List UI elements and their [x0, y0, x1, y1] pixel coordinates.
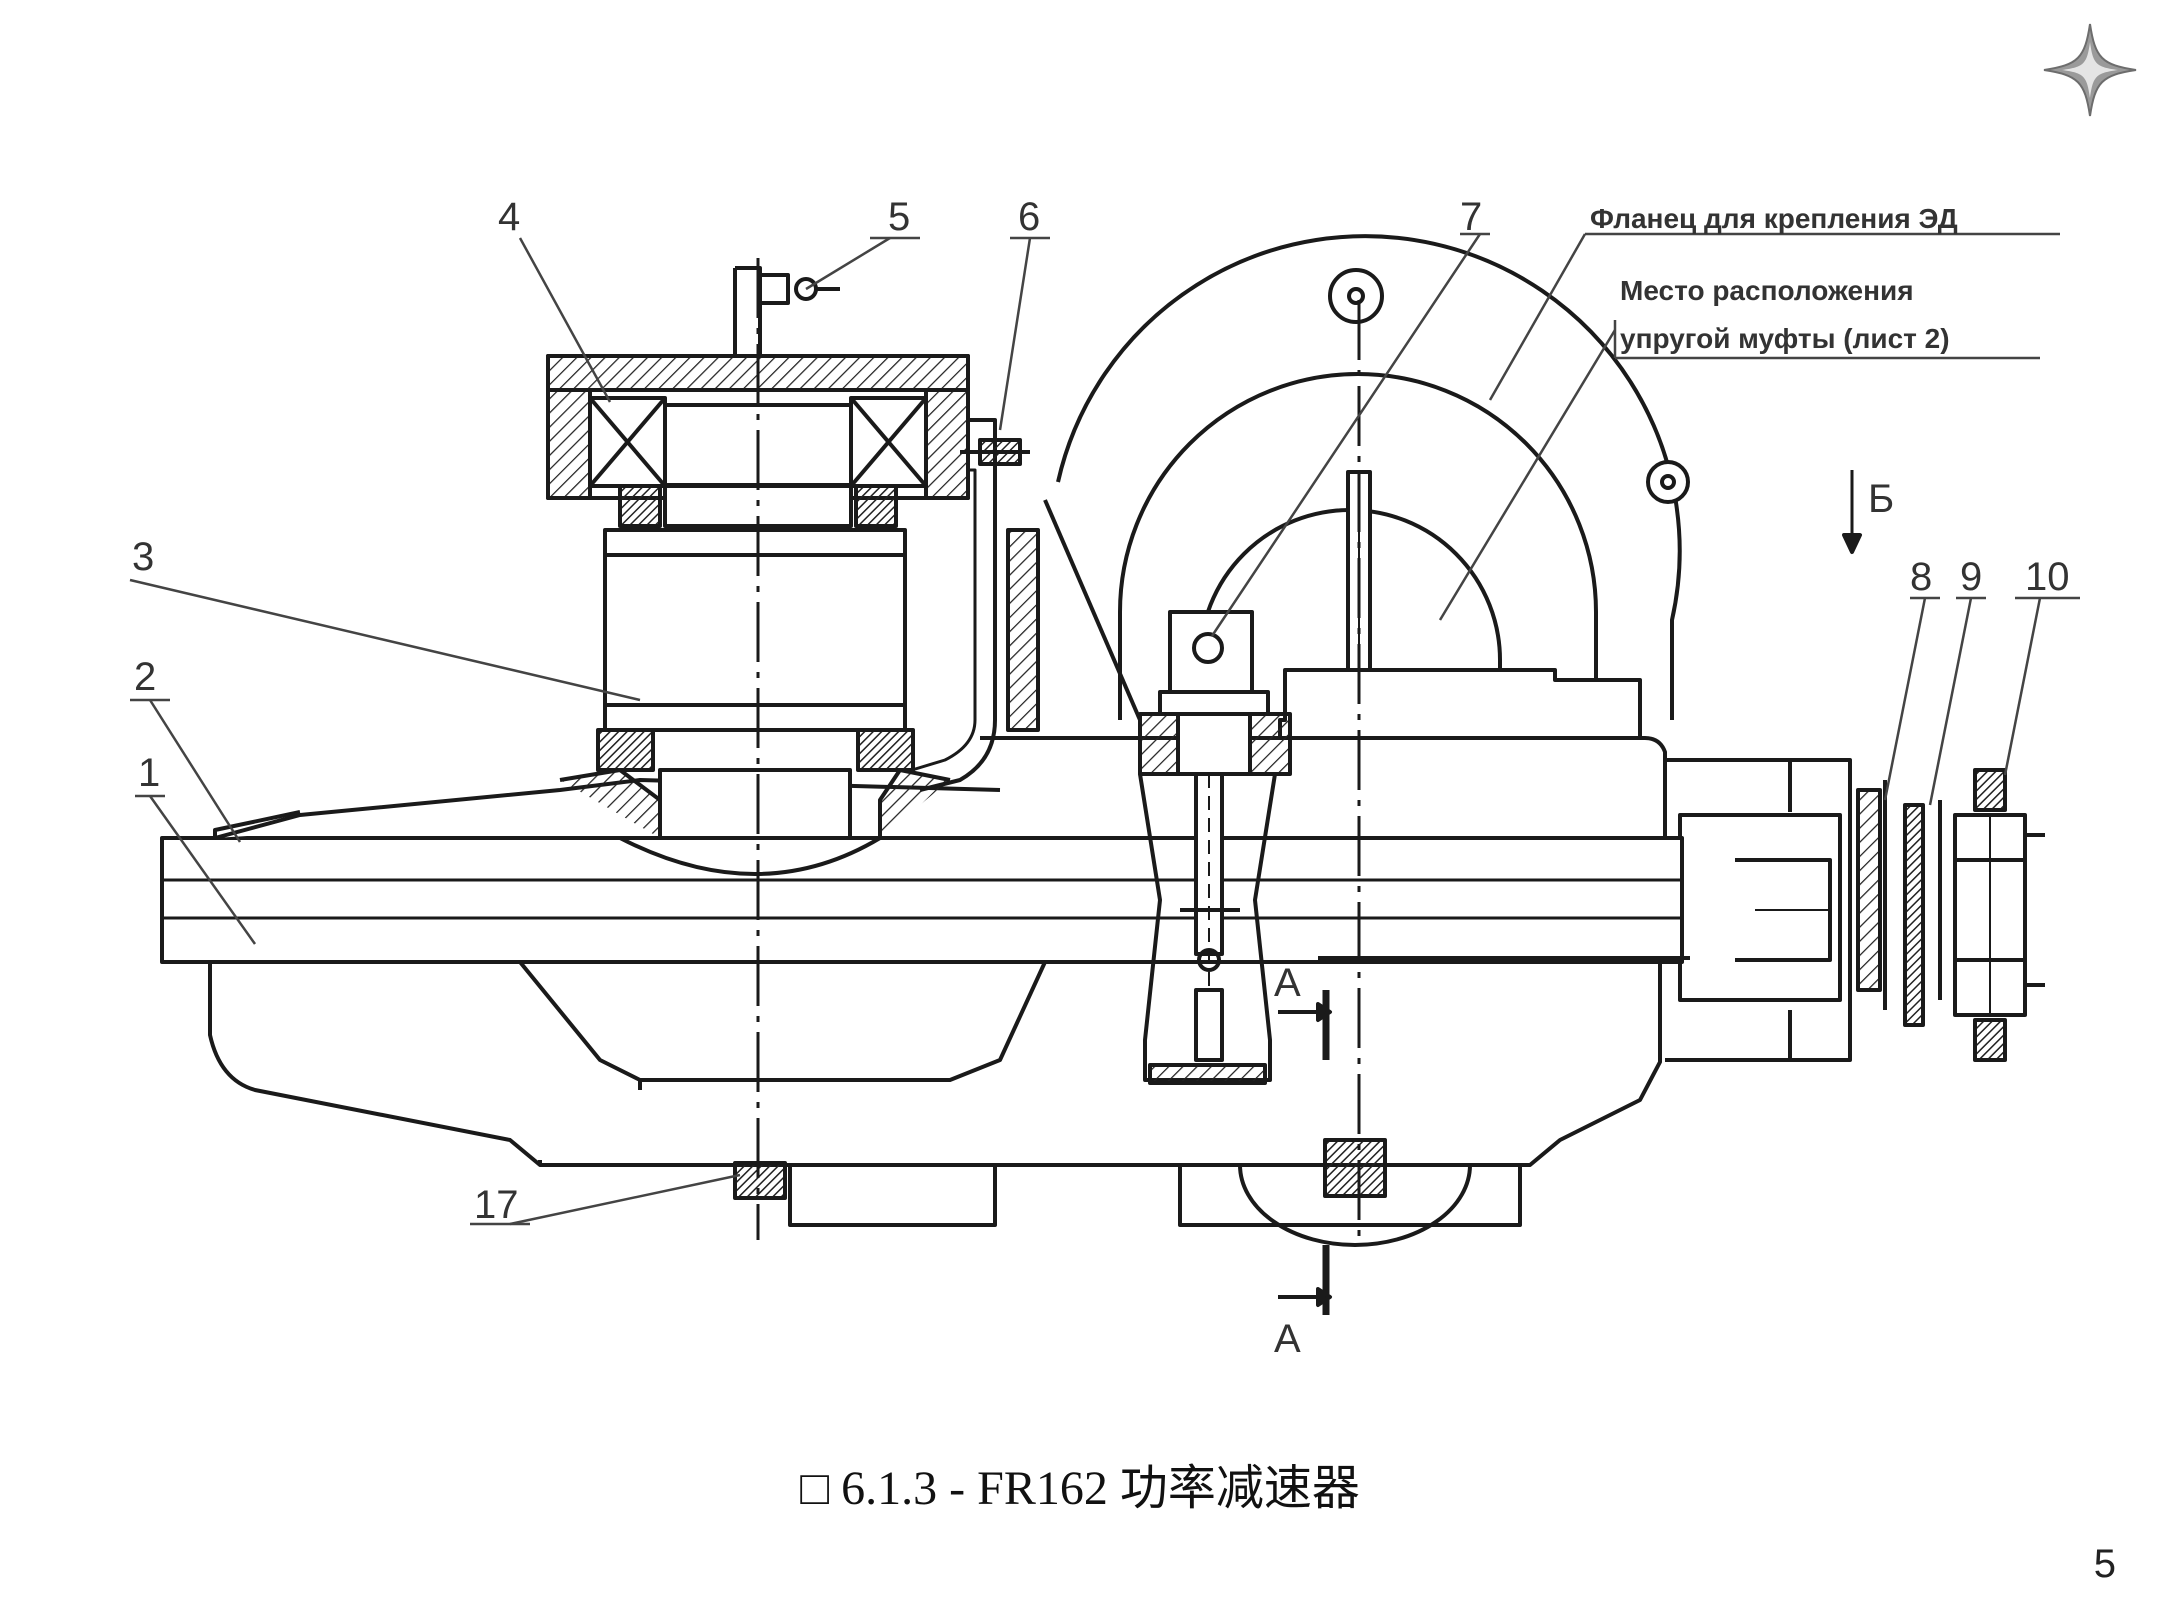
callout-9: 9: [1960, 555, 1982, 599]
section-a-bottom-label: А: [1274, 1317, 1301, 1361]
page-number: 5: [2093, 1542, 2116, 1586]
callout-1: 1: [138, 751, 160, 795]
callout-3: 3: [132, 535, 154, 579]
view-b-label: Б: [1868, 477, 1894, 521]
flange-note: Фланец для крепления ЭД: [1590, 203, 1958, 234]
callout-6: 6: [1018, 195, 1040, 239]
section-a-top-label: А: [1274, 961, 1301, 1005]
callout-17: 17: [474, 1183, 519, 1227]
callout-8: 8: [1910, 555, 1932, 599]
four-point-star-icon: [2043, 23, 2137, 117]
figure-caption: □ 6.1.3 - FR162 功率减速器: [800, 1462, 1360, 1515]
coupling-note-line2: упругой муфты (лист 2): [1620, 323, 1950, 354]
coupling-note-line1: Место расположения: [1620, 275, 1914, 306]
callout-10: 10: [2025, 555, 2070, 599]
callout-5: 5: [888, 195, 910, 239]
callout-7: 7: [1460, 195, 1482, 239]
callout-2: 2: [134, 655, 156, 699]
callout-4: 4: [498, 195, 520, 239]
